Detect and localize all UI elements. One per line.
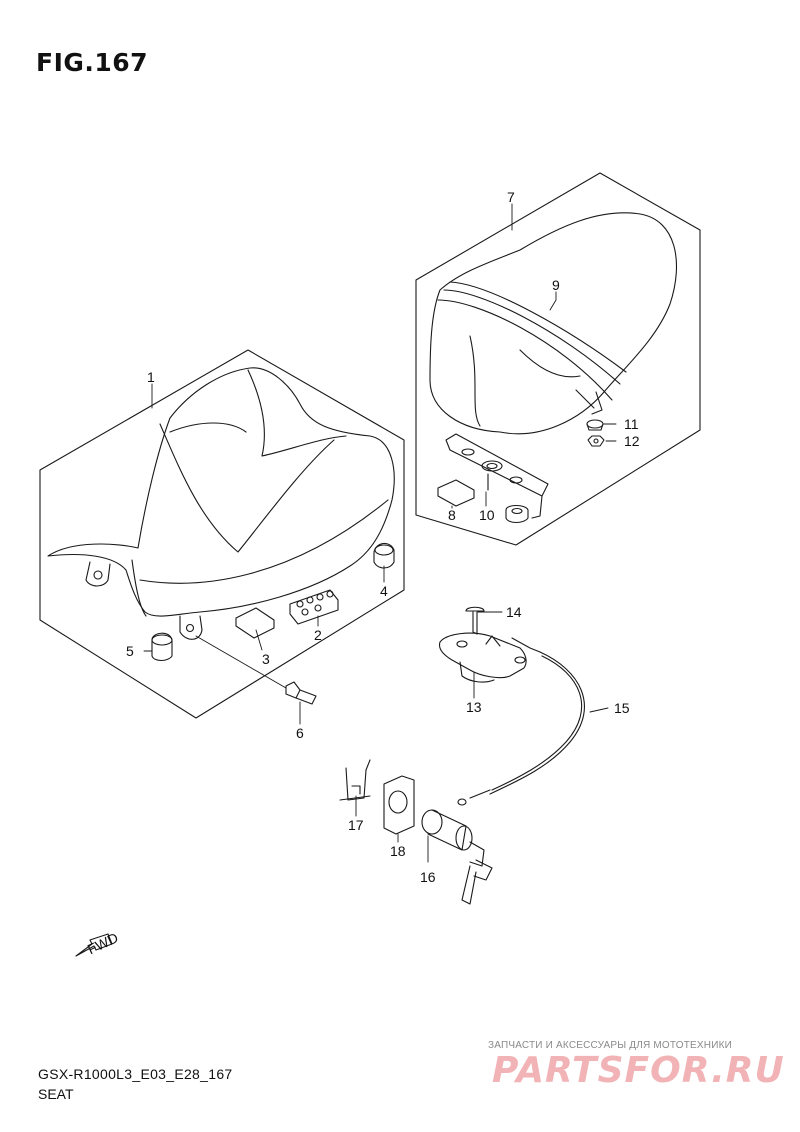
rear-seat-cowl-part	[429, 212, 677, 435]
callout-7: 7	[507, 189, 515, 205]
callout-1: 1	[147, 369, 155, 385]
leader-lines	[143, 203, 617, 863]
lock-cylinder-part-16	[421, 809, 493, 905]
figure-title: FIG.167	[36, 48, 149, 77]
washer-part-11	[586, 419, 604, 431]
clip-part-17	[339, 759, 371, 801]
bracket-part-2	[289, 589, 339, 625]
watermark-logo: PARTSFOR.RU	[492, 1050, 785, 1091]
cushion-part-4	[373, 542, 395, 569]
callout-16: 16	[420, 869, 436, 885]
callout-17: 17	[348, 817, 364, 833]
callout-4: 4	[380, 583, 388, 599]
callout-3: 3	[262, 651, 270, 667]
callout-18: 18	[390, 843, 406, 859]
callout-15: 15	[614, 700, 630, 716]
pad-part-8	[437, 479, 475, 507]
rear-seat-group-frame	[415, 172, 701, 546]
front-seat-group-frame	[39, 349, 405, 719]
cable-part-15	[457, 637, 585, 806]
model-code: GSX-R1000L3_E03_E28_167	[38, 1066, 233, 1082]
callout-5: 5	[126, 643, 134, 659]
cushion-part-5	[151, 632, 173, 662]
screw-part-6	[285, 681, 317, 705]
callout-11: 11	[624, 416, 639, 432]
callout-14: 14	[506, 604, 522, 620]
callout-2: 2	[314, 627, 322, 643]
fwd-arrow-label: FWD	[85, 929, 121, 957]
nut-part-12	[587, 435, 605, 447]
pad-part-3	[235, 607, 275, 639]
watermark-tagline: ЗАПЧАСТИ И АКСЕССУАРЫ ДЛЯ МОТОТЕХНИКИ	[488, 1040, 733, 1051]
screw-part-14	[465, 606, 485, 635]
mounting-plate-part-10	[445, 433, 549, 524]
seat-lock-part-13	[438, 632, 527, 683]
callout-9: 9	[552, 277, 560, 293]
fwd-arrow-icon	[75, 933, 113, 957]
callout-8: 8	[448, 507, 456, 523]
front-seat-part	[47, 367, 395, 640]
section-name: SEAT	[38, 1086, 74, 1102]
callout-12: 12	[624, 433, 640, 449]
callout-6: 6	[296, 725, 304, 741]
callout-10: 10	[479, 507, 495, 523]
callout-13: 13	[466, 699, 482, 715]
holder-part-18	[383, 775, 415, 835]
